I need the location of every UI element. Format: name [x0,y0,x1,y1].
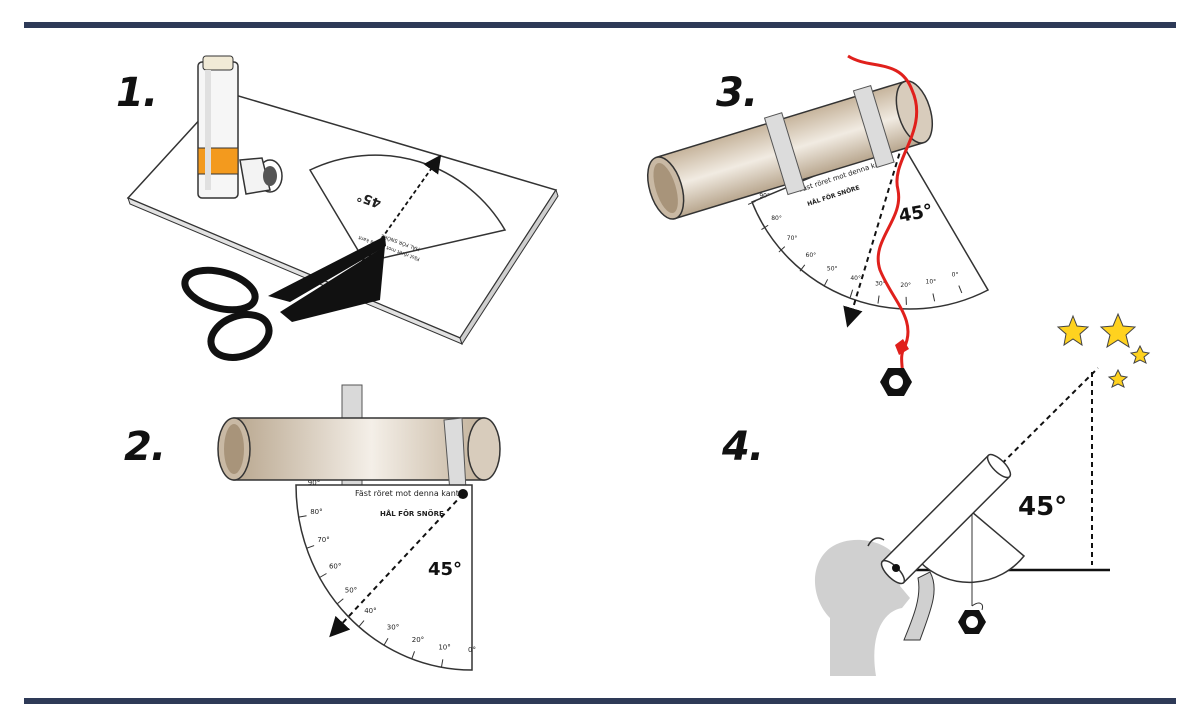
step-4-number: 4. [722,424,764,470]
step-4-quadrant [918,510,1026,606]
step-3-tube [646,80,934,220]
step-4-figure: 45° [814,312,1151,676]
scissors-icon [181,236,386,361]
tick-mark [383,638,389,646]
tick-label: 70° [787,235,798,242]
top-rule [24,22,1176,28]
tick-label: 10° [438,643,450,651]
star-icon [1056,312,1151,388]
tick-mark [849,289,854,298]
tick-label: 70° [317,536,329,544]
tick-mark [932,293,936,302]
tick-label: 20° [412,636,424,644]
tick-label: 90° [759,192,770,199]
tick-mark [440,659,444,668]
step-2-figure: Fäst röret mot denna kant HÅL FÖR SNÖRE … [217,384,501,671]
tick-label: 60° [806,252,817,259]
nut-icon [880,368,912,396]
step-1-number: 1. [116,70,158,116]
nut-icon [958,602,986,634]
tick-mark [336,598,344,605]
tick-label: 40° [364,607,376,615]
tick-label: 80° [310,508,322,516]
tick-mark [411,651,416,660]
tick-label: 30° [875,281,886,288]
tick-mark [778,246,786,253]
tick-label: 40° [850,275,861,282]
tick-mark [761,224,769,231]
step-3-number: 3. [716,70,758,116]
tick-label: 30° [387,624,399,632]
tick-label: 0° [468,646,476,654]
glue-stick-icon [197,55,283,199]
tick-mark [319,573,327,578]
tick-label: 80° [771,215,782,222]
tick-label: 50° [345,586,357,594]
tick-mark [358,620,365,628]
tick-mark [823,279,829,287]
tick-mark [877,295,880,304]
step-2-quadrant: Fäst röret mot denna kant HÅL FÖR SNÖRE … [295,479,476,671]
tick-mark [747,200,756,205]
step-2-hole-text: HÅL FÖR SNÖRE [380,509,444,518]
tick-label: 20° [900,282,911,289]
tick-label: 60° [329,563,341,571]
tick-mark [298,515,307,518]
tick-label: 10° [926,279,937,286]
step-2-edge-text: Fäst röret mot denna kant [355,489,459,498]
tick-label: 90° [308,479,320,487]
tick-mark [306,545,315,549]
step-4-tube [880,453,1012,585]
step-3-figure: Fäst röret mot denna kant HÅL FÖR SNÖRE … [646,54,990,396]
bottom-rule [24,698,1176,704]
step-4-angle-text: 45° [1018,492,1067,522]
tick-mark [958,285,963,294]
tick-label: 50° [827,265,838,272]
tube-icon [217,417,501,481]
step-1-quadrant: 45° HÅL FÖR SNÖRE Fäst röret mot denna k… [308,154,507,266]
step-2-angle-text: 45° [428,559,462,580]
tick-label: 0° [952,271,959,278]
tick-mark [799,264,806,272]
step-2-number: 2. [124,424,166,470]
step-1-figure: 45° HÅL FÖR SNÖRE Fäst röret mot denna k… [126,55,559,361]
